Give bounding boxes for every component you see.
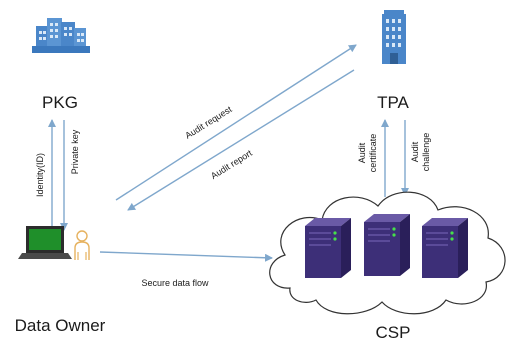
secure-data-flow-arrow — [99, 251, 273, 262]
server-icon — [305, 218, 351, 278]
audit-challenge-label-2: challenge — [421, 133, 431, 172]
server-icon — [364, 214, 410, 276]
audit-request-label: Audit request — [183, 104, 234, 141]
server-icon — [422, 218, 468, 278]
audit-certificate-label-1: Audit — [357, 142, 367, 163]
private-key-label: Private key — [70, 129, 80, 174]
data-owner-label: Data Owner — [15, 316, 106, 335]
audit-request-arrow — [115, 44, 357, 201]
office-tower-icon — [382, 10, 406, 64]
laptop-user-icon — [18, 226, 90, 260]
identity-label: Identity(ID) — [35, 153, 45, 197]
csp-label: CSP — [376, 323, 411, 342]
secure-data-flow-label: Secure data flow — [141, 278, 209, 288]
audit-challenge-label-1: Audit — [410, 141, 420, 162]
pkg-label: PKG — [42, 93, 78, 112]
audit-certificate-label-2: certificate — [368, 134, 378, 173]
audit-report-label: Audit report — [209, 148, 254, 181]
tpa-label: TPA — [377, 93, 409, 112]
audit-report-arrow — [127, 69, 355, 211]
buildings-icon — [32, 18, 90, 53]
